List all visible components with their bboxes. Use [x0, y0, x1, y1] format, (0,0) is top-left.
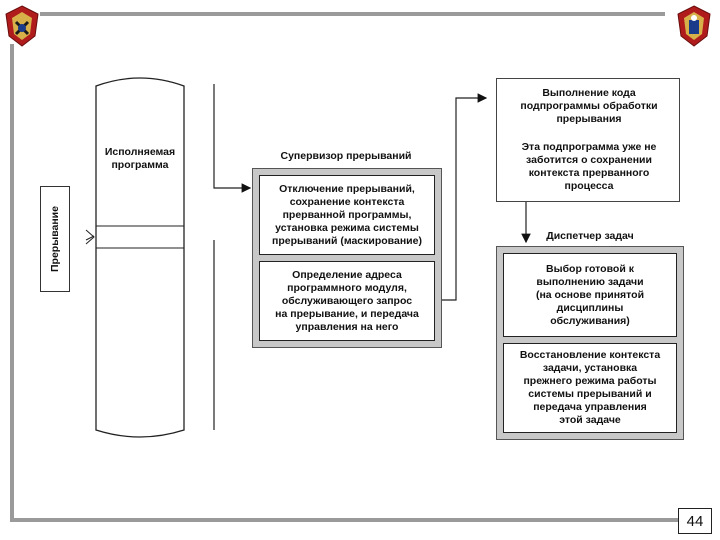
frame-top-line: [40, 12, 665, 16]
dispatcher-box1-text: Выбор готовой к выполнению задачи (на ос…: [535, 262, 645, 327]
supervisor-box1-text: Отключение прерываний, сохранение контек…: [272, 182, 422, 247]
handler-title: Выполнение кода подпрограммы обработки п…: [520, 87, 658, 125]
supervisor-box2-text: Определение адреса программного модуля, …: [275, 268, 419, 333]
handler-box: Выполнение кода подпрограммы обработки п…: [496, 78, 680, 202]
page-number: 44: [678, 508, 712, 534]
supervisor-group: Отключение прерываний, сохранение контек…: [252, 168, 442, 348]
frame-bottom-line: [10, 518, 678, 522]
emblem-right-icon: [676, 4, 712, 48]
program-shape: [95, 77, 185, 438]
emblem-left-icon: [4, 4, 40, 48]
interrupt-label: Прерывание: [40, 186, 70, 292]
dispatcher-title: Диспетчер задач: [546, 230, 634, 242]
dispatcher-box-restore-context: Восстановление контекста задачи, установ…: [503, 343, 677, 433]
handler-note: Эта подпрограмма уже не заботится о сохр…: [521, 141, 657, 192]
dispatcher-box-select-task: Выбор готовой к выполнению задачи (на ос…: [503, 253, 677, 337]
supervisor-title: Супервизор прерываний: [280, 150, 412, 162]
supervisor-box-handler-address: Определение адреса программного модуля, …: [259, 261, 435, 341]
dispatcher-box2-text: Восстановление контекста задачи, установ…: [519, 349, 661, 426]
dispatcher-group: Выбор готовой к выполнению задачи (на ос…: [496, 246, 684, 440]
supervisor-box-disable-interrupts: Отключение прерываний, сохранение контек…: [259, 175, 435, 255]
frame-left-line: [10, 44, 14, 520]
program-label: Исполняемая программа: [104, 146, 176, 171]
